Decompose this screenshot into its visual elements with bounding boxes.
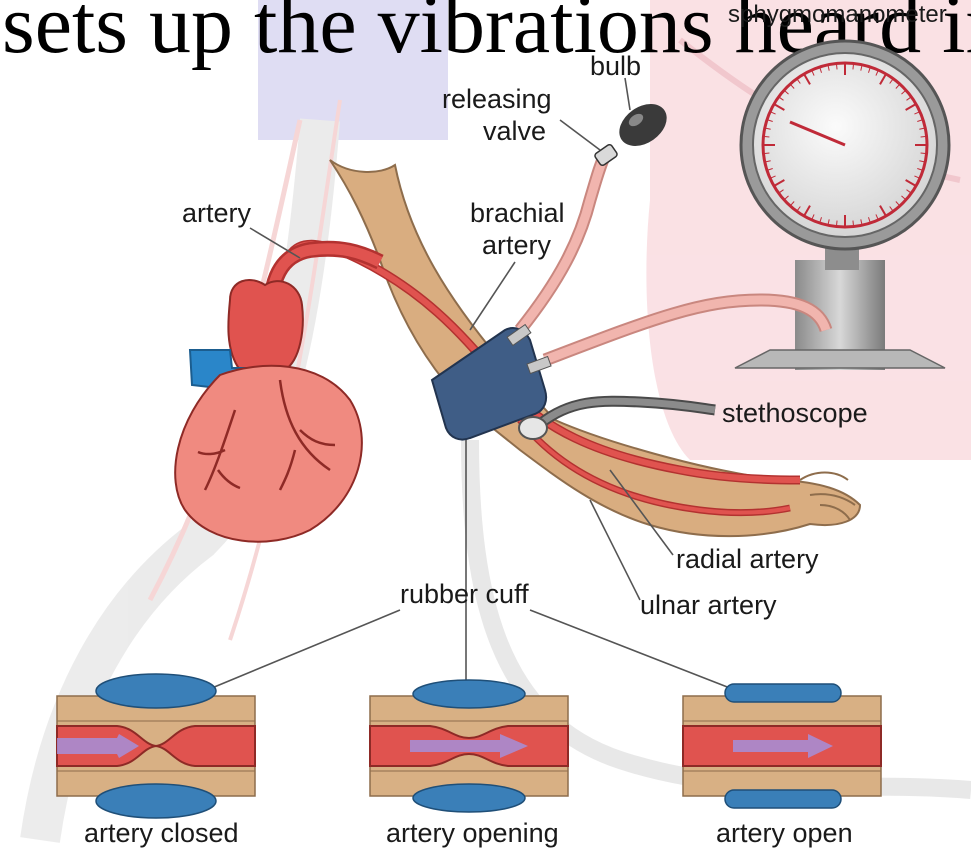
caption-artery-open: artery open [716, 818, 853, 848]
cuff-leader-right [530, 610, 735, 690]
rubber-pad-top [413, 680, 525, 708]
stethoscope-head [519, 417, 547, 439]
rubber-pad-bottom [96, 784, 216, 818]
releasing-valve-label-1: releasing [442, 84, 552, 114]
brachial-leader [470, 262, 515, 330]
releasing-valve-label-2: valve [483, 116, 546, 146]
caption-artery-closed: artery closed [84, 818, 239, 848]
artery-label: artery [182, 198, 252, 228]
bulb-label: bulb [590, 51, 641, 81]
panel-artery-closed [57, 674, 255, 818]
heart-atrium [228, 280, 303, 370]
rubber-pad-bottom [725, 790, 841, 808]
gauge-tick [853, 221, 854, 227]
gauge-tick [921, 153, 927, 154]
gauge-tick [921, 136, 927, 137]
cuff-leader-left [195, 610, 400, 695]
gauge-tick [853, 63, 854, 69]
rubber-pad-bottom [413, 784, 525, 812]
ulnar-artery-label: ulnar artery [640, 590, 777, 620]
panel-artery-opening [370, 680, 568, 812]
sphygmomanometer-label: sphygmomanometer [728, 1, 947, 28]
stethoscope-label: stethoscope [722, 398, 868, 428]
brachial-artery-label-2: artery [482, 230, 552, 260]
rubber-pad-top [96, 674, 216, 708]
gauge-tick [836, 221, 837, 227]
gauge-tick [836, 63, 837, 69]
valve-leader [560, 120, 600, 150]
rubber-cuff-label: rubber cuff [400, 579, 529, 609]
radial-artery-label: radial artery [676, 544, 819, 574]
gauge-base [735, 350, 945, 368]
rubber-pad-top [725, 684, 841, 702]
panel-artery-open [683, 684, 881, 808]
gauge-tick [763, 153, 769, 154]
brachial-artery-label-1: brachial [470, 198, 565, 228]
heart [175, 280, 362, 542]
caption-artery-opening: artery opening [386, 818, 559, 848]
bulb-leader [625, 78, 630, 110]
gauge-tick [763, 136, 769, 137]
